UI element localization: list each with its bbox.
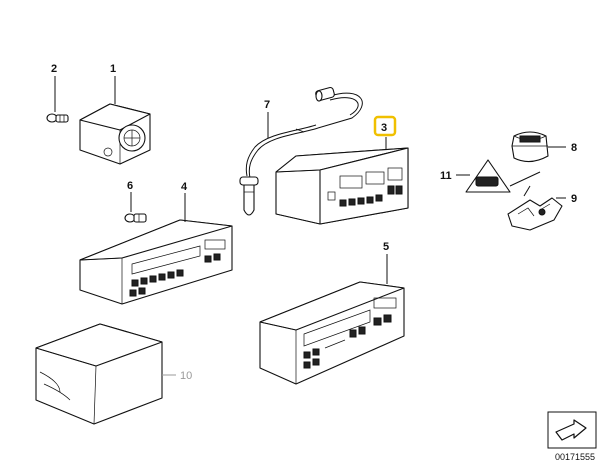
part-2-bulb[interactable] — [46, 113, 69, 123]
part-4-control-unit[interactable] — [79, 219, 233, 305]
callout-7: 7 — [264, 99, 270, 111]
callout-9: 9 — [571, 193, 577, 205]
direction-arrow-icon — [555, 419, 587, 441]
callout-3: 3 — [381, 122, 387, 134]
callout-10: 10 — [180, 370, 192, 382]
callout-11: 11 — [440, 170, 452, 182]
part-1-sensor[interactable] — [79, 103, 151, 165]
part-8-connector[interactable] — [511, 131, 549, 163]
callout-5: 5 — [383, 241, 389, 253]
reference-number: 00171555 — [555, 452, 595, 462]
part-10-box[interactable] — [35, 323, 163, 425]
callout-1: 1 — [110, 63, 116, 75]
part-6-bulb[interactable] — [124, 213, 147, 223]
orientation-arrow-box — [547, 411, 597, 449]
callout-2: 2 — [51, 63, 57, 75]
part-7-cable-sensor[interactable] — [239, 86, 363, 216]
callout-3-highlight — [373, 115, 397, 137]
callout-6: 6 — [127, 180, 133, 192]
callout-4: 4 — [181, 181, 188, 193]
part-5-control-unit[interactable] — [259, 281, 405, 385]
part-9-bracket[interactable] — [507, 185, 563, 231]
part-3-control-unit[interactable] — [275, 147, 409, 225]
part-11-warning-label[interactable] — [465, 159, 541, 193]
callout-8: 8 — [571, 142, 577, 154]
